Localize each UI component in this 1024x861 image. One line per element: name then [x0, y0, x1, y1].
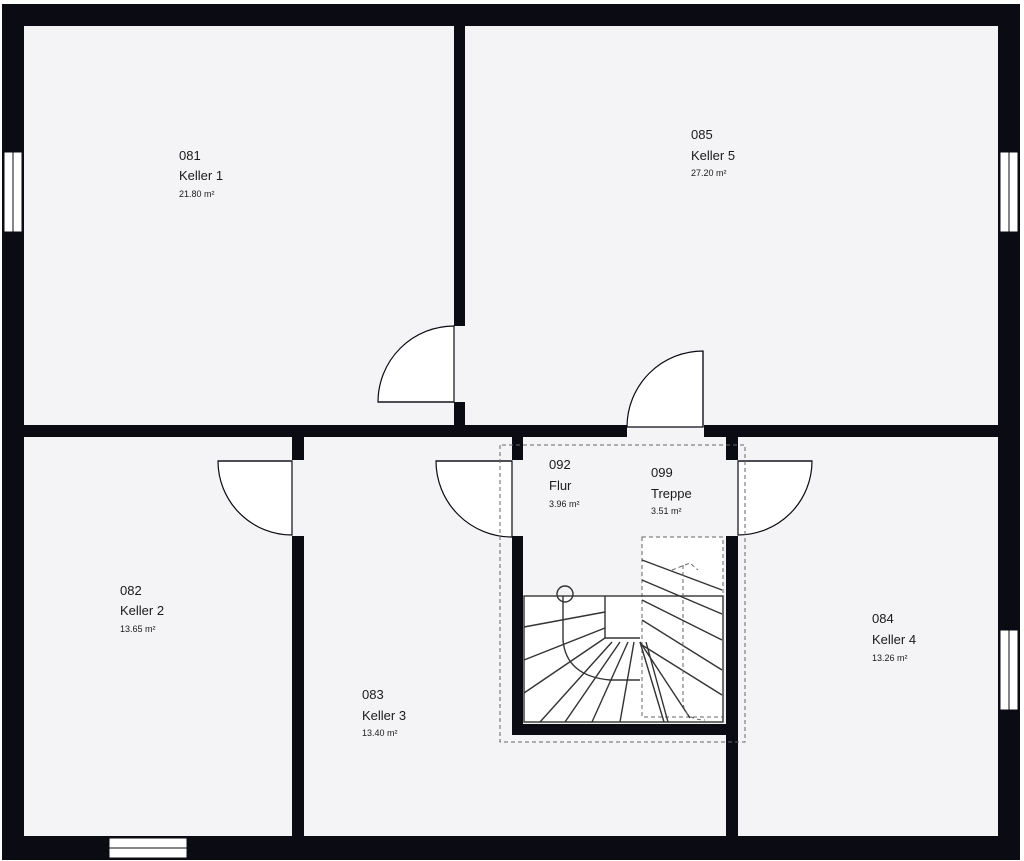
svg-text:13.26 m²: 13.26 m²	[872, 653, 908, 663]
room-label-083: 083 Keller 3 13.40 m²	[362, 687, 406, 738]
window-bottom	[108, 837, 188, 859]
svg-text:099: 099	[651, 465, 673, 480]
door-swing-085	[626, 350, 704, 428]
svg-text:Keller 2: Keller 2	[120, 603, 164, 618]
svg-text:Keller 4: Keller 4	[872, 632, 916, 647]
door-gap-084	[724, 460, 740, 536]
room-label-099: 099 Treppe 3.51 m²	[651, 465, 692, 516]
svg-text:3.51 m²: 3.51 m²	[651, 506, 682, 516]
room-label-085: 085 Keller 5 27.20 m²	[691, 127, 735, 178]
door-gap-081	[452, 326, 468, 402]
svg-text:082: 082	[120, 583, 142, 598]
room-083-floor	[304, 437, 726, 836]
room-label-081: 081 Keller 1 21.80 m²	[179, 148, 223, 199]
svg-text:083: 083	[362, 687, 384, 702]
svg-text:Keller 5: Keller 5	[691, 148, 735, 163]
window-right-bottom	[999, 629, 1019, 711]
window-left	[3, 151, 23, 233]
door-gap-083	[510, 460, 526, 536]
door-swing-082	[217, 460, 293, 536]
svg-text:Flur: Flur	[549, 478, 572, 493]
door-gap-082	[290, 460, 306, 536]
svg-text:084: 084	[872, 611, 894, 626]
room-085-floor	[465, 26, 998, 425]
svg-text:3.96 m²: 3.96 m²	[549, 499, 580, 509]
door-swing-081	[377, 325, 455, 403]
svg-text:27.20 m²: 27.20 m²	[691, 168, 727, 178]
svg-text:081: 081	[179, 148, 201, 163]
svg-text:085: 085	[691, 127, 713, 142]
room-label-082: 082 Keller 2 13.65 m²	[120, 583, 164, 634]
room-081-floor	[24, 26, 454, 425]
svg-text:Keller 1: Keller 1	[179, 168, 223, 183]
svg-text:Treppe: Treppe	[651, 486, 692, 501]
door-swing-084	[737, 460, 813, 536]
room-label-084: 084 Keller 4 13.26 m²	[872, 611, 916, 663]
svg-text:13.65 m²: 13.65 m²	[120, 624, 156, 634]
window-right-top	[999, 151, 1019, 233]
door-swing-083	[435, 460, 513, 538]
room-label-092: 092 Flur 3.96 m²	[549, 457, 580, 509]
svg-text:13.40 m²: 13.40 m²	[362, 728, 398, 738]
stair-outline-dashed	[499, 444, 746, 743]
stair-treads	[523, 559, 724, 723]
svg-text:Keller 3: Keller 3	[362, 708, 406, 723]
svg-text:092: 092	[549, 457, 571, 472]
room-084-floor	[738, 437, 998, 836]
svg-text:21.80 m²: 21.80 m²	[179, 189, 215, 199]
